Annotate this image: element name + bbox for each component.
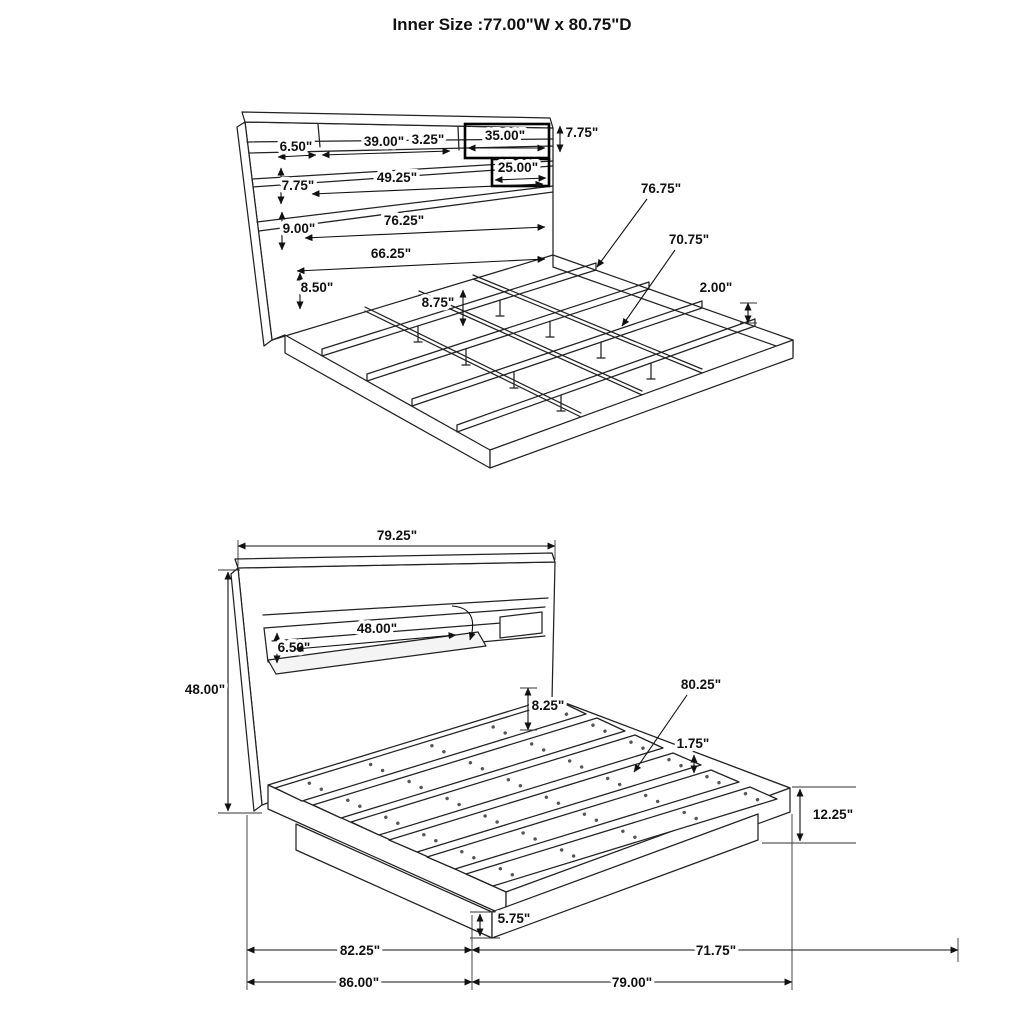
dim-slat-thickness: 1.75" <box>673 733 713 774</box>
center-runners <box>364 274 703 418</box>
dim-side-height: 12.25" <box>796 788 857 842</box>
dim-label: 1.75" <box>677 736 710 751</box>
dim-label: 35.00" <box>485 128 525 143</box>
frame-joint-line <box>271 334 286 341</box>
slat-panel <box>350 734 664 836</box>
media-box <box>499 611 543 639</box>
dim-label: 79.00" <box>612 975 652 990</box>
dim-label: 80.25" <box>681 677 721 692</box>
dim-label: 66.25" <box>371 246 411 261</box>
dim-label: 6.50" <box>280 139 313 154</box>
dim-shelf-divider-width: 3.25" <box>408 129 448 151</box>
dim-label: 8.50" <box>301 280 334 295</box>
dim-label: 70.75" <box>669 232 709 247</box>
dim-overall-depth: 86.00" <box>246 972 473 994</box>
dim-label: 2.00" <box>700 280 733 295</box>
support-legs <box>413 299 656 412</box>
slat-panel <box>465 786 778 887</box>
flap-swing-arrow-icon <box>451 605 476 641</box>
dim-label: 79.25" <box>377 528 417 543</box>
slat-panels <box>274 700 778 887</box>
dim-label: 48.00" <box>185 682 225 697</box>
top-view-frame-skeleton: 6.50" 39.00" 3.25" 35.00" 7.75" 25.00" <box>236 111 794 469</box>
dim-label: 12.25" <box>813 807 853 822</box>
dim-plinth-height: 5.75" <box>476 908 534 937</box>
dim-center-rail-length: 70.75" <box>621 229 713 327</box>
headboard-top-edge <box>234 552 556 569</box>
dim-label: 48.00" <box>357 621 397 636</box>
dim-label: 76.25" <box>384 213 424 228</box>
dim-overall-width: 79.00" <box>471 972 793 994</box>
bottom-headboard <box>230 552 556 812</box>
dim-rail-height: 2.00" <box>696 277 752 324</box>
dim-slat-spacing: 8.75" <box>418 289 467 327</box>
top-view-dimensions: 6.50" 39.00" 3.25" 35.00" 7.75" 25.00" <box>276 122 757 327</box>
foot-face <box>489 339 794 469</box>
dim-label: 8.75" <box>422 295 455 310</box>
dim-slat-width: 66.25" <box>296 243 546 275</box>
dim-platform-depth: 82.25" <box>246 940 473 962</box>
top-platform-frame <box>271 254 794 469</box>
dim-label: 6.50" <box>278 640 311 655</box>
dim-side-rail-length: 76.75" <box>596 178 685 268</box>
dim-middle-shelf-width: 49.25" <box>311 167 544 198</box>
dim-label: 7.75" <box>282 178 315 193</box>
dim-label: 49.25" <box>377 170 417 185</box>
dim-shelf-left-width: 6.50" <box>276 136 317 161</box>
dim-headboard-height: 48.00" <box>181 571 232 812</box>
dim-label: 39.00" <box>364 134 404 149</box>
page-title: Inner Size :77.00"W x 80.75"D <box>392 15 631 34</box>
dim-label: 8.25" <box>532 698 565 713</box>
dim-label: 5.75" <box>498 911 531 926</box>
dim-headboard-top-height: 7.75" <box>556 122 602 153</box>
dim-deck-height: 8.25" <box>524 687 568 731</box>
slat-panel <box>388 752 702 853</box>
dim-label: 3.25" <box>412 132 445 147</box>
slat-panel <box>426 769 740 870</box>
dim-shelf-opening-width: 48.00" <box>295 618 457 652</box>
dim-lower-shelf-width: 76.25" <box>304 210 546 242</box>
bottom-view-dimensions: 79.25" 48.00" 6.50" 48.00" 8.25" 80.25" <box>181 525 959 994</box>
dim-label: 71.75" <box>696 943 736 958</box>
right-side-rail <box>552 254 794 353</box>
dim-label: 76.75" <box>641 181 681 196</box>
bottom-platform <box>267 697 791 939</box>
dim-label: 82.25" <box>340 943 380 958</box>
dim-headboard-width: 79.25" <box>237 525 556 550</box>
dim-base-height: 8.50" <box>296 272 337 310</box>
dim-foot-width: 71.75" <box>471 940 959 962</box>
dim-shelf-right-width: 35.00" <box>467 125 546 152</box>
slat-panel <box>312 717 626 819</box>
slat-panel <box>274 700 587 802</box>
dim-middle-shelf-height: 7.75" <box>277 167 318 205</box>
plinth-foot-face <box>491 813 759 939</box>
dim-label: 7.75" <box>566 125 599 140</box>
left-side-face <box>284 334 491 469</box>
bottom-view-platform-bed: 79.25" 48.00" 6.50" 48.00" 8.25" 80.25" <box>181 525 959 994</box>
dim-label: 9.00" <box>283 221 316 236</box>
dim-shelf-center-width: 39.00" <box>321 131 451 159</box>
dim-cubby-width: 25.00" <box>494 157 547 184</box>
dim-slat-length: 80.25" <box>633 674 725 773</box>
dim-label: 86.00" <box>339 975 379 990</box>
dim-label: 25.00" <box>498 160 538 175</box>
